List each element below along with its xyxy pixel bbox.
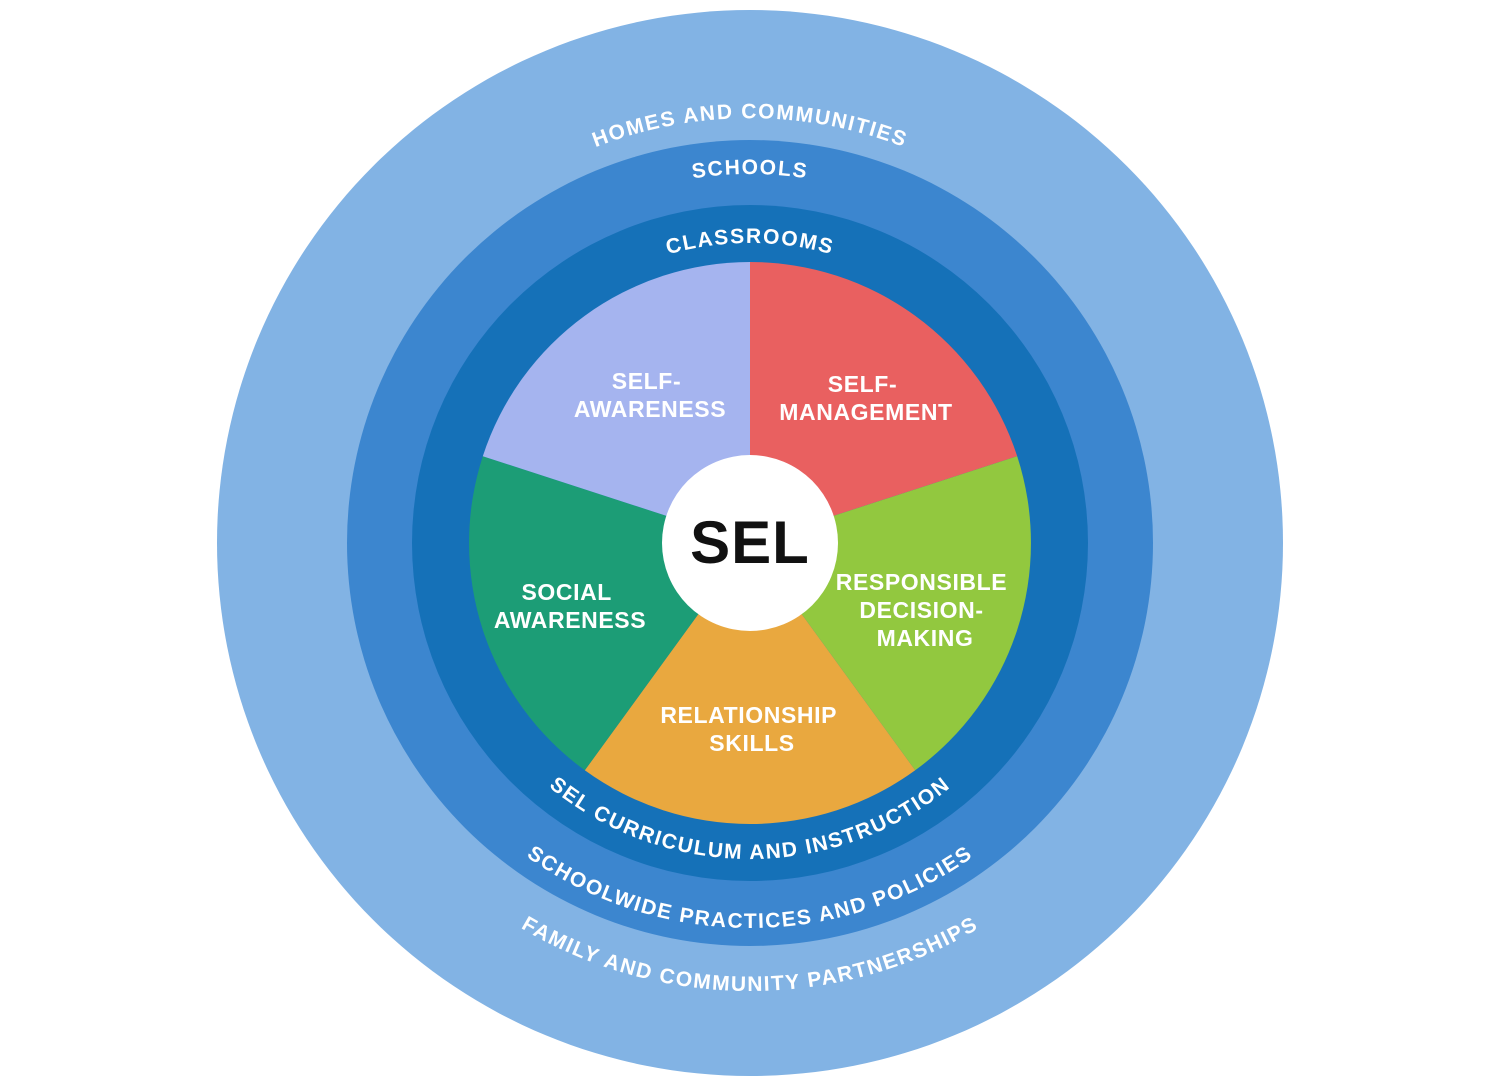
wedge-self-management	[750, 262, 1018, 543]
center-circle	[662, 455, 838, 631]
label-self-management: SELF- MANAGEMENT	[779, 371, 952, 425]
label-schools: SCHOOLS	[690, 156, 809, 183]
label-responsible-decision-making: RESPONSIBLE DECISION- MAKING	[836, 569, 1014, 651]
wedge-relationship-skills	[584, 543, 916, 824]
label-social-awareness: SOCIAL AWARENESS	[494, 579, 646, 633]
label-relationship-skills: RELATIONSHIP SKILLS	[660, 702, 843, 756]
competency-wheel	[469, 262, 1031, 824]
center-label: SEL	[690, 509, 810, 576]
wedge-self-awareness	[482, 262, 750, 543]
label-self-awareness: SELF- AWARENESS	[574, 368, 726, 422]
